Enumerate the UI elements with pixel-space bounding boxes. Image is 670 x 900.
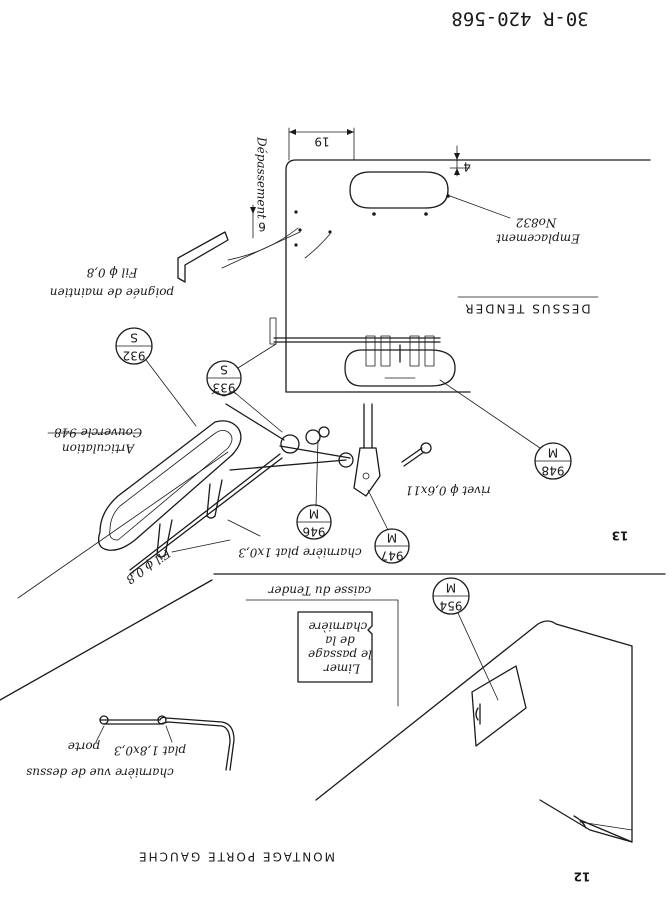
leader-954 (457, 612, 499, 701)
svg-text:954: 954 (440, 599, 463, 613)
leader-947 (367, 489, 389, 531)
bubble-947: 947 M (374, 528, 410, 564)
lid-rod (129, 453, 347, 575)
dimension-4: 4 (449, 145, 471, 177)
tender-body-door (315, 620, 633, 843)
leader-933 (233, 391, 283, 433)
fil-08-label-a: Fil ϕ 0,8 (86, 266, 138, 280)
dim-19-label: 19 (314, 135, 329, 149)
limer-label-3: de la (325, 634, 355, 648)
grab-handle (177, 227, 331, 283)
svg-text:946: 946 (303, 525, 326, 539)
plat-label: plat 1,8x0,3 (114, 744, 187, 758)
lower-section: caisse du Tender charnière de la le pass… (0, 577, 633, 884)
reference-number: 30-R 420-568 (451, 8, 588, 30)
rivet-label: rivet ϕ 0,6x11 (405, 484, 490, 498)
opened-lid (17, 420, 242, 599)
tender-side-diagonal (0, 579, 213, 701)
dimension-19: 19 (288, 127, 355, 161)
emplacement-leader (449, 195, 511, 219)
caisse-frame: caisse du Tender charnière de la le pass… (245, 584, 399, 707)
section-number-13: 13 (612, 529, 629, 543)
svg-text:M: M (446, 581, 456, 595)
hinge-rod (269, 317, 441, 345)
couvercle-label: Couvercle 948 (54, 426, 142, 440)
charniere-vue-label: charnière vue de dessus (26, 766, 174, 780)
svg-text:M: M (309, 507, 319, 521)
limer-label-2: le passage (308, 648, 372, 662)
poignee-label: poignée de maintien (50, 286, 174, 300)
hatch-no832 (349, 171, 450, 216)
leader-948 (439, 379, 541, 449)
montage-title: MONTAGE PORTE GAUCHE (137, 850, 335, 864)
bubble-932: 932 S (115, 327, 153, 365)
dessus-tender-label: DESSUS TENDER (463, 302, 590, 316)
lid-948 (344, 335, 456, 387)
svg-text:M: M (387, 531, 397, 545)
svg-text:948: 948 (542, 464, 565, 478)
svg-text:947: 947 (381, 549, 404, 563)
svg-text:S: S (130, 331, 138, 345)
leader-fil-b (171, 539, 231, 553)
leader-933-rod (237, 343, 277, 369)
section-number-12: 12 (574, 870, 591, 884)
bubble-948: 948 M (534, 442, 572, 480)
charniere-plat-label: charnière plat 1x0,3 (238, 546, 362, 560)
tender-outline (285, 159, 651, 393)
depassement-label: Dépassement (255, 136, 269, 219)
limer-label-1: Limer (323, 662, 361, 676)
rivet (401, 442, 432, 467)
leader-932 (145, 359, 197, 427)
svg-text:932: 932 (123, 349, 146, 363)
porte-label: porte (68, 740, 101, 754)
svg-text:S: S (220, 363, 228, 377)
spring-mechanism (211, 391, 381, 497)
limer-label-4: charnière (309, 620, 368, 634)
bubble-933: 933 S (206, 360, 242, 396)
leader-charniere (227, 519, 261, 537)
emplacement-label-2: No832 (516, 216, 558, 230)
hinge-detail (95, 715, 235, 771)
fil-08-label-b: Fil ϕ 0,8 (123, 546, 174, 587)
leader-946 (315, 439, 319, 507)
upper-section: 19 4 Dépassement 6 (17, 127, 651, 599)
dim-6-label: 6 (258, 220, 266, 234)
svg-text:M: M (548, 446, 558, 460)
dim-4-label: 4 (463, 160, 471, 174)
bubble-946: 946 M (296, 504, 332, 540)
articulation-label: Articulation (62, 442, 135, 456)
caisse-label: caisse du Tender (267, 584, 371, 598)
emplacement-label-1: Emplacement (496, 232, 581, 246)
svg-text:933: 933 (213, 381, 236, 395)
bubble-954: 954 M (432, 577, 470, 615)
